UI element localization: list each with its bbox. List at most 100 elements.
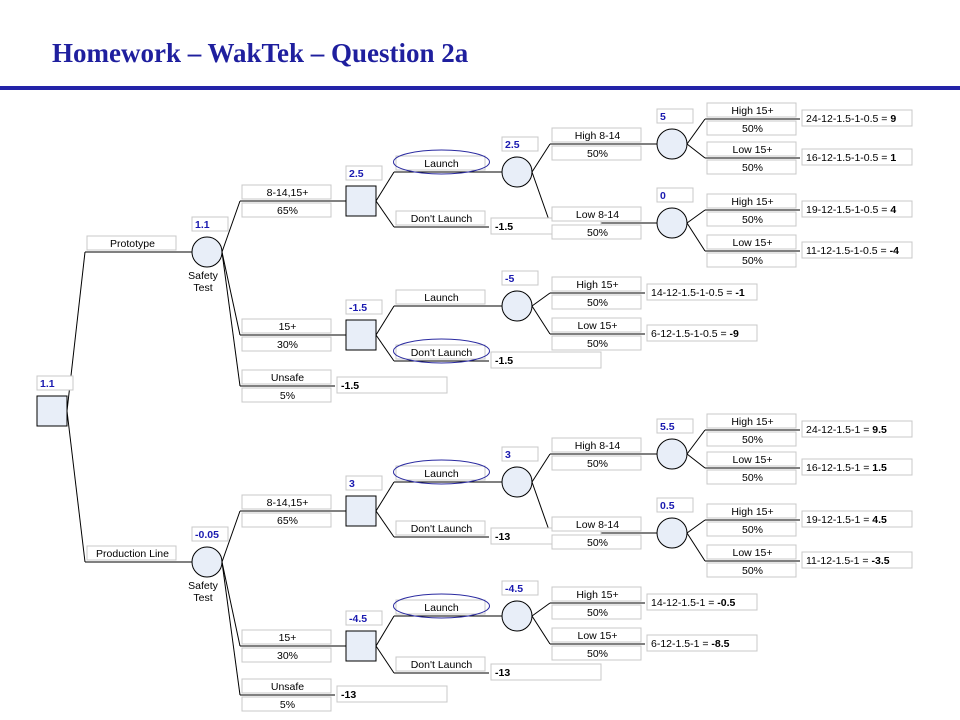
probability-box — [706, 521, 797, 537]
branch-label: Low 15+ — [733, 547, 773, 559]
branch-label: Production Line — [96, 548, 169, 560]
branch-connector — [531, 481, 551, 534]
payoff-text: -13 — [341, 689, 356, 701]
node-value-box — [501, 580, 539, 596]
probability-box — [706, 252, 797, 268]
branch-label-box — [395, 210, 486, 226]
branch-connector — [221, 200, 241, 253]
payoff-text: 4.5 — [872, 514, 887, 526]
branch-label: High 15+ — [576, 279, 618, 291]
branch-connector — [375, 171, 395, 202]
branch-probability: 65% — [277, 515, 298, 527]
probability-box — [241, 696, 332, 712]
chance-node — [656, 517, 688, 549]
decision-node — [345, 630, 377, 662]
probability-box — [706, 431, 797, 447]
terminal-payoff: -13 — [495, 531, 510, 543]
terminal-payoff: 16-12-1.5-1 = 1.5 — [806, 462, 887, 474]
branch-probability: 50% — [742, 255, 763, 267]
branch-probability: 50% — [587, 537, 608, 549]
branch-connector — [221, 251, 241, 336]
payoff-box — [801, 510, 913, 528]
page-title: Homework – WakTek – Question 2a — [52, 38, 469, 68]
branch-label-box — [241, 369, 332, 385]
node-value-box — [656, 418, 694, 434]
branch-connector — [221, 510, 241, 563]
branch-probability: 30% — [277, 650, 298, 662]
branch-label: High 15+ — [731, 196, 773, 208]
probability-box — [551, 534, 642, 550]
node-expected-value: -4.5 — [349, 613, 367, 625]
payoff-box — [490, 351, 602, 369]
payoff-box — [801, 420, 913, 438]
node-expected-value: 2.5 — [505, 139, 520, 151]
branch-label: 8-14,15+ — [267, 497, 309, 509]
branch-label-box — [86, 235, 177, 251]
terminal-payoff: 6-12-1.5-1 = -8.5 — [651, 638, 730, 650]
branch-label: Launch — [424, 602, 459, 614]
branch-connector — [375, 645, 395, 674]
chance-node — [191, 546, 223, 578]
branch-label-box — [551, 206, 642, 222]
branch-label-box — [395, 465, 486, 481]
branch-probability: 50% — [587, 458, 608, 470]
probability-box — [551, 645, 642, 661]
terminal-payoff: -13 — [341, 689, 356, 701]
branch-connector — [531, 615, 551, 645]
terminal-payoff: 14-12-1.5-1 = -0.5 — [651, 597, 736, 609]
terminal-payoff: 24-12-1.5-1-0.5 = 9 — [806, 113, 896, 125]
branch-connector — [66, 410, 86, 563]
payoff-text: -3.5 — [871, 555, 889, 567]
payoff-text: 16-12-1.5-1-0.5 = — [806, 152, 890, 164]
branch-connector — [531, 305, 551, 335]
branch-label-box — [706, 544, 797, 560]
chance-node — [501, 156, 533, 188]
branch-label: Don't Launch — [411, 659, 473, 671]
branch-label-box — [395, 344, 486, 360]
branch-connector — [375, 510, 395, 538]
branch-label-box — [551, 627, 642, 643]
node-value-box — [501, 446, 539, 462]
node-value-box — [656, 108, 694, 124]
payoff-text: -1.5 — [495, 221, 513, 233]
branch-probability: 65% — [277, 205, 298, 217]
node-value-box — [191, 216, 229, 232]
branch-connector — [686, 222, 706, 252]
node-expected-value: 5.5 — [660, 421, 675, 433]
branch-connector — [375, 200, 395, 228]
chosen-branch-ellipse — [393, 149, 490, 175]
branch-connector — [531, 171, 551, 224]
node-expected-value: 1.1 — [195, 219, 210, 231]
branch-label: Don't Launch — [411, 347, 473, 359]
payoff-text: -9 — [730, 328, 739, 340]
branch-label: Low 8-14 — [576, 519, 619, 531]
chance-node — [656, 128, 688, 160]
node-value-box — [656, 187, 694, 203]
branch-connector — [686, 209, 706, 224]
branch-connector — [686, 532, 706, 562]
branch-label: Low 15+ — [578, 630, 618, 642]
node-expected-value: 0 — [660, 190, 666, 202]
terminal-payoff: -1.5 — [495, 221, 513, 233]
payoff-box — [490, 663, 602, 681]
payoff-text: -0.5 — [717, 597, 735, 609]
branch-connector — [531, 602, 551, 617]
branch-connector — [686, 143, 706, 159]
branch-probability: 50% — [742, 214, 763, 226]
branch-label: Low 15+ — [578, 320, 618, 332]
payoff-box — [646, 324, 758, 342]
branch-probability: 50% — [742, 162, 763, 174]
payoff-text: 9 — [890, 113, 896, 125]
terminal-payoff: -1.5 — [341, 380, 359, 392]
branch-label-box — [395, 155, 486, 171]
payoff-box — [336, 376, 448, 394]
branch-label-box — [551, 516, 642, 532]
branch-connector — [531, 453, 551, 483]
payoff-box — [336, 685, 448, 703]
payoff-text: -1.5 — [341, 380, 359, 392]
decision-node — [36, 395, 68, 427]
payoff-text: 9.5 — [872, 424, 887, 436]
branch-label-box — [706, 234, 797, 250]
probability-box — [551, 294, 642, 310]
terminal-payoff: -13 — [495, 667, 510, 679]
